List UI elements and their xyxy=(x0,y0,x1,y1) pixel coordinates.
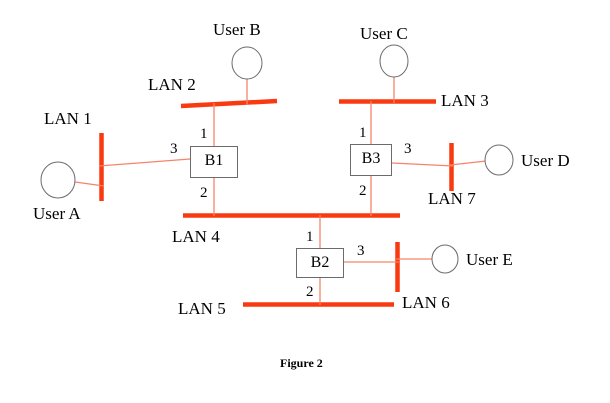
link-lan7-to-user-d xyxy=(449,160,487,166)
user-a-node[interactable] xyxy=(40,161,76,199)
bridge-b2-box[interactable] xyxy=(296,248,344,278)
bridge-b3-box[interactable] xyxy=(350,144,392,176)
user-d-node[interactable] xyxy=(484,144,514,176)
user-b-node[interactable] xyxy=(231,46,263,80)
link-b3-port3-to-lan7 xyxy=(391,162,454,167)
link-lan1-to-b1-port3 xyxy=(98,158,191,167)
lan2-segment[interactable] xyxy=(180,98,278,109)
user-c-node[interactable] xyxy=(379,44,409,78)
link-user-a-to-lan1 xyxy=(74,181,105,187)
bridge-b1-box[interactable] xyxy=(190,146,238,178)
user-e-node[interactable] xyxy=(431,244,459,274)
